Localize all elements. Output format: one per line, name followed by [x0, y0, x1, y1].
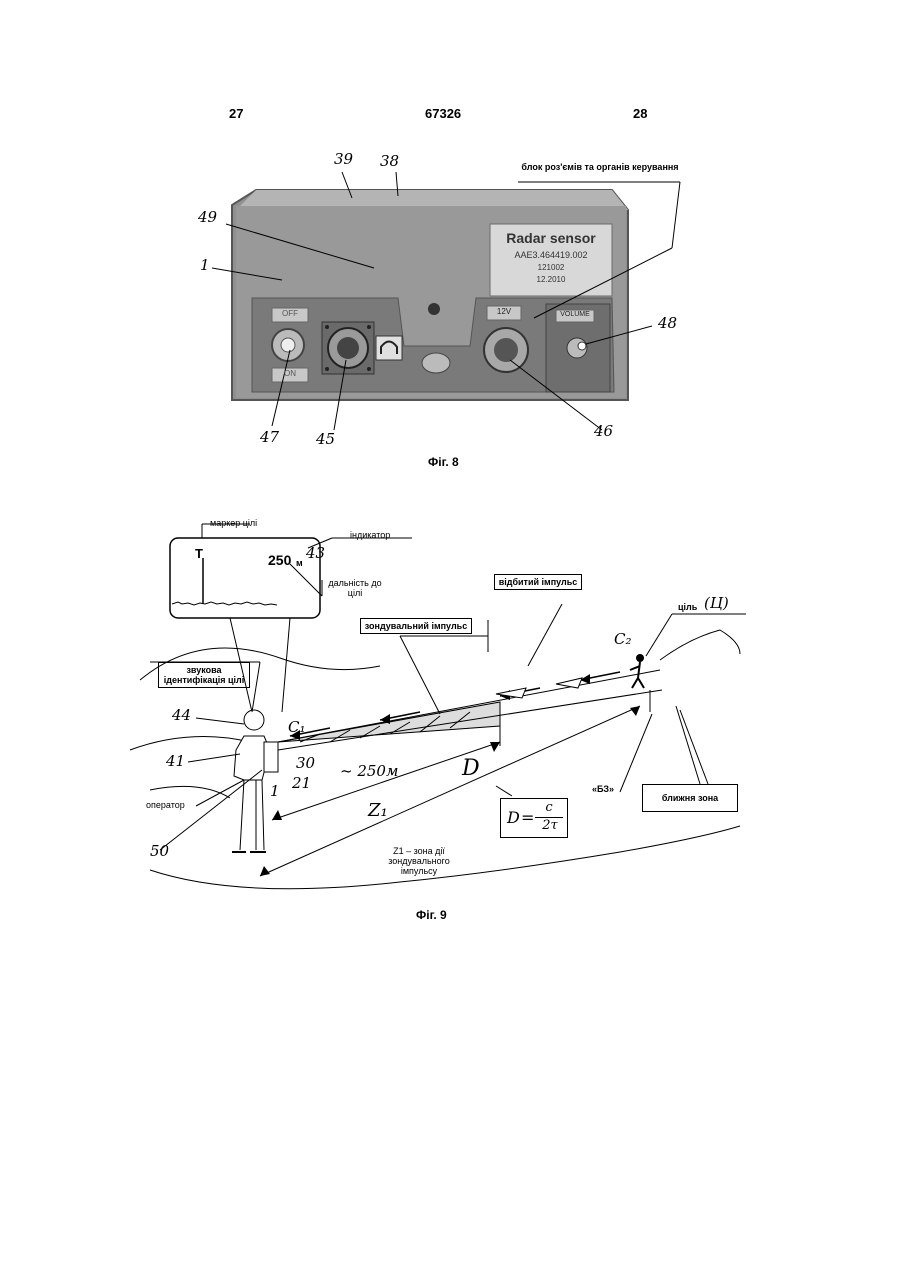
ref-30: 30 [296, 754, 315, 772]
range-unit: м [296, 558, 303, 568]
ref-39: 39 [334, 150, 353, 168]
ref-1: 1 [270, 782, 280, 800]
ref-43: 43 [306, 544, 325, 562]
voltage-label: 12V [487, 307, 521, 316]
ref-46: 46 [594, 422, 613, 440]
switch-off-label: OFF [272, 309, 308, 318]
nameplate-model: AAE3.464419.002 [490, 250, 612, 260]
ref-49: 49 [198, 208, 217, 226]
nameplate-date: 12.2010 [490, 275, 612, 284]
ref-1: 1 [200, 256, 210, 274]
z1-symbol: Z₁ [368, 800, 388, 821]
probing-pulse-label: зондувальний імпульс [360, 618, 472, 634]
ref-47: 47 [260, 428, 279, 446]
figure-9-caption: Фіг. 9 [416, 908, 447, 922]
target-symbol: (Ц) [704, 594, 729, 612]
sound-id-label: звукова ідентифікація цілі [158, 662, 250, 688]
d-symbol: D [462, 756, 480, 781]
c1-symbol: C₁ [288, 718, 306, 736]
indicator-label: індикатор [350, 530, 390, 540]
callout-connector-block: блок роз'ємів та органів керування [520, 162, 680, 172]
ref-50: 50 [150, 842, 169, 860]
ref-41: 41 [166, 752, 185, 770]
z1-zone-label: Z1 – зона дії зондувального імпульсу [376, 846, 462, 876]
approx-range: ~ 250м [340, 762, 398, 780]
operator-label: оператор [146, 800, 185, 810]
reflected-pulse-label: відбитий імпульс [494, 574, 582, 590]
ref-48: 48 [658, 314, 677, 332]
formula-lhs: D [507, 808, 520, 827]
c2-symbol: C₂ [614, 630, 632, 648]
bz-label: «БЗ» [592, 784, 614, 794]
marker-label: маркер цілі [210, 518, 257, 528]
figure-9: маркер цілі T індикатор 250 м дальність … [0, 480, 901, 930]
formula-eq: = [521, 808, 534, 827]
figure-8-caption: Фіг. 8 [428, 455, 459, 469]
formula-numerator: c [537, 800, 561, 815]
range-value: 250 [268, 552, 291, 568]
ref-44: 44 [172, 706, 191, 724]
ref-21: 21 [292, 774, 311, 792]
volume-label: VOLUME [556, 311, 594, 318]
formula-denominator: 2τ [537, 818, 563, 833]
range-label: дальність до цілі [324, 578, 386, 598]
nameplate-title: Radar sensor [490, 230, 612, 246]
ref-45: 45 [316, 430, 335, 448]
distance-formula: D = c 2τ [500, 798, 568, 838]
near-zone-label: ближня зона [642, 784, 738, 812]
radar-sensor-photo [0, 0, 901, 480]
figure-8: блок роз'ємів та органів керування Radar… [0, 0, 901, 480]
switch-on-label: ON [272, 369, 308, 378]
nameplate-serial: 121002 [490, 263, 612, 272]
marker-symbol: T [195, 546, 203, 561]
ref-38: 38 [380, 152, 399, 170]
target-label: ціль [678, 602, 697, 612]
